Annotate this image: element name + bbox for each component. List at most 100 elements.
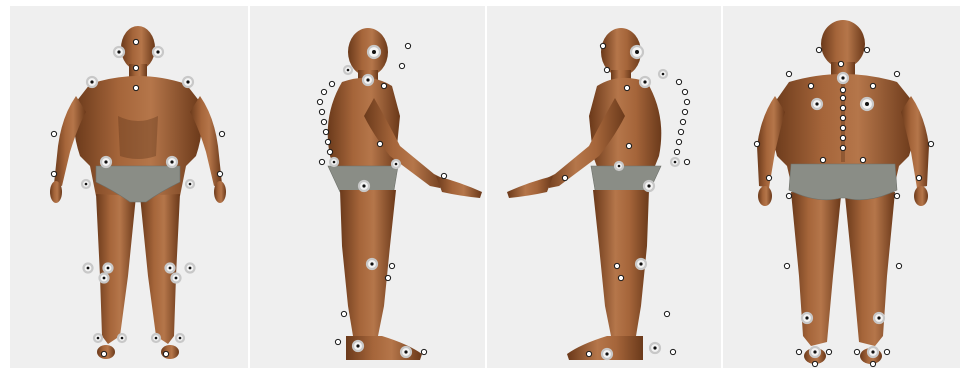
marker	[172, 274, 181, 283]
marker	[854, 349, 859, 354]
marker	[810, 347, 820, 357]
marker	[51, 131, 56, 136]
marker	[674, 149, 679, 154]
marker	[614, 263, 619, 268]
marker	[133, 85, 138, 90]
marker	[826, 349, 831, 354]
marker	[838, 73, 848, 83]
marker	[680, 119, 685, 124]
marker	[321, 89, 326, 94]
marker	[317, 99, 322, 104]
marker	[101, 157, 111, 167]
marker	[183, 77, 193, 87]
marker	[353, 341, 363, 351]
side-view-left-panel	[487, 6, 721, 368]
marker	[392, 160, 400, 168]
marker	[664, 311, 669, 316]
marker	[100, 274, 109, 283]
marker	[808, 83, 813, 88]
marker	[682, 89, 687, 94]
front-view-panel	[10, 6, 248, 368]
marker	[323, 129, 328, 134]
marker	[624, 85, 629, 90]
marker	[219, 131, 224, 136]
marker	[928, 141, 933, 146]
marker	[586, 351, 591, 356]
marker	[104, 264, 113, 273]
side-view-left-figure	[487, 6, 721, 368]
marker	[812, 99, 822, 109]
marker	[684, 159, 689, 164]
marker	[329, 81, 334, 86]
marker	[678, 129, 683, 134]
marker	[868, 347, 878, 357]
marker	[820, 157, 825, 162]
side-right-body	[328, 28, 482, 360]
marker	[615, 162, 623, 170]
marker	[640, 77, 650, 87]
marker	[840, 115, 845, 120]
marker	[894, 193, 899, 198]
marker	[884, 349, 889, 354]
marker	[562, 175, 567, 180]
marker	[840, 105, 845, 110]
back-view-figure	[723, 6, 960, 368]
marker	[796, 349, 801, 354]
marker	[118, 334, 126, 342]
marker	[84, 264, 93, 273]
marker	[167, 157, 177, 167]
marker	[133, 39, 138, 44]
marker	[319, 109, 324, 114]
marker	[864, 47, 869, 52]
marker	[153, 47, 163, 57]
marker	[367, 259, 377, 269]
marker	[368, 46, 380, 58]
marker	[335, 339, 340, 344]
marker	[650, 343, 660, 353]
marker	[602, 349, 612, 359]
back-view-panel	[723, 6, 960, 368]
marker	[631, 46, 643, 58]
marker	[870, 361, 875, 366]
marker	[341, 311, 346, 316]
marker	[82, 180, 90, 188]
marker	[87, 77, 97, 87]
marker	[626, 143, 631, 148]
marker	[838, 61, 843, 66]
marker	[618, 275, 623, 280]
marker	[405, 43, 410, 48]
marker	[114, 47, 124, 57]
marker	[600, 43, 605, 48]
marker	[840, 125, 845, 130]
marker	[399, 63, 404, 68]
marker	[840, 145, 845, 150]
marker	[344, 66, 352, 74]
marker	[441, 173, 446, 178]
marker	[786, 71, 791, 76]
marker	[684, 99, 689, 104]
marker	[671, 158, 679, 166]
marker	[766, 175, 771, 180]
marker	[784, 263, 789, 268]
back-body	[757, 20, 929, 364]
marker	[676, 139, 681, 144]
front-view-figure	[10, 6, 248, 368]
marker	[133, 65, 138, 70]
marker	[802, 313, 812, 323]
side-view-right-figure	[250, 6, 485, 368]
marker	[636, 259, 646, 269]
marker	[186, 180, 194, 188]
marker	[330, 158, 338, 166]
marker	[327, 149, 332, 154]
marker	[381, 83, 386, 88]
marker	[916, 175, 921, 180]
marker	[163, 351, 168, 356]
marker	[874, 313, 884, 323]
marker	[812, 361, 817, 366]
marker	[51, 171, 56, 176]
marker	[896, 263, 901, 268]
marker	[860, 157, 865, 162]
marker	[385, 275, 390, 280]
marker	[670, 349, 675, 354]
marker	[325, 139, 330, 144]
